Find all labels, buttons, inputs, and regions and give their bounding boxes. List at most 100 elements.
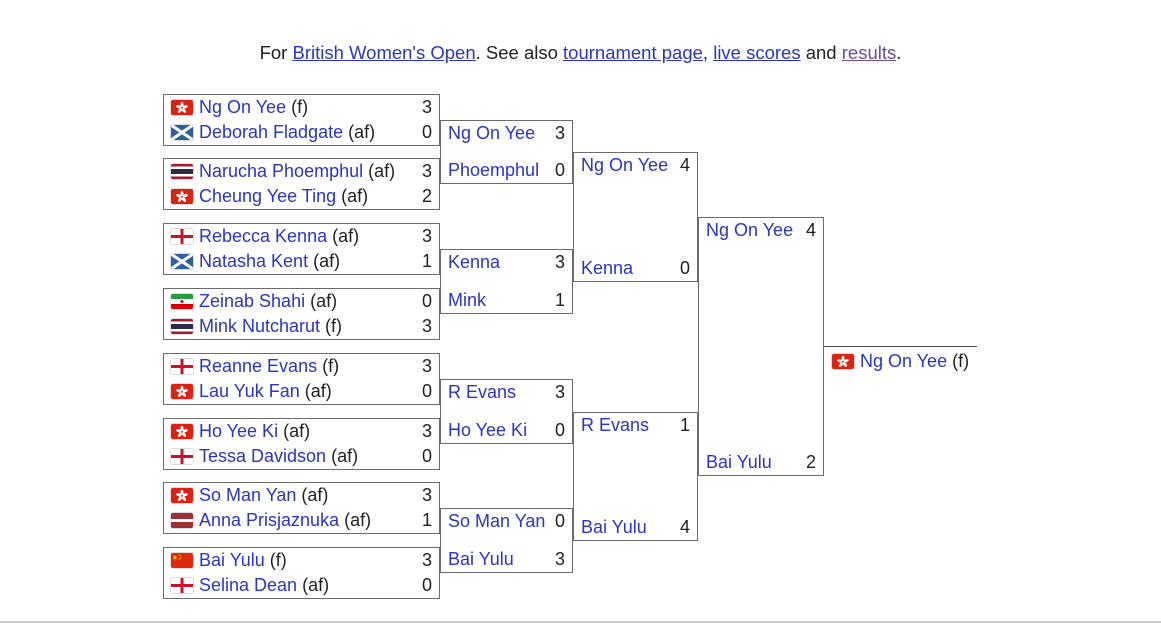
- player-name-link[interactable]: Ng On Yee: [448, 123, 536, 143]
- player-row: Lau Yuk Fan(af)0: [164, 379, 439, 404]
- player-row: Ho Yee Ki(af)3: [164, 419, 439, 444]
- player-name-link[interactable]: Ng On Yee: [581, 155, 669, 175]
- player-name-link[interactable]: Kenna: [581, 257, 634, 278]
- player-name-link[interactable]: Deborah Fladgate: [199, 122, 344, 142]
- header-link[interactable]: live scores: [713, 41, 801, 63]
- flag-england-icon: [171, 359, 193, 374]
- player-name-link[interactable]: Bai Yulu: [448, 549, 514, 569]
- player-row: Reanne Evans(f)3: [164, 354, 439, 379]
- player-status: (af): [341, 186, 369, 206]
- player-name-link[interactable]: Ng On Yee: [706, 219, 794, 240]
- flag-china-icon: [171, 553, 193, 568]
- header-text: ,: [702, 41, 714, 63]
- player-row: Rebecca Kenna(af) 3: [164, 224, 439, 249]
- player-score: 0: [554, 511, 565, 531]
- player-name-link[interactable]: R Evans: [448, 382, 517, 402]
- player-score: 3: [421, 485, 432, 505]
- player-name-link[interactable]: R Evans: [581, 414, 650, 435]
- flag-hong-kong-icon: [171, 189, 193, 204]
- header-text: . See also: [475, 41, 564, 63]
- player-name-link[interactable]: Zeinab Shahi: [199, 291, 306, 311]
- flag-latvia-icon: [171, 513, 193, 528]
- player-name-link[interactable]: Reanne Evans: [199, 356, 318, 376]
- player-name-link[interactable]: Rebecca Kenna: [199, 226, 328, 246]
- player-score: 1: [554, 290, 565, 310]
- player-score: 4: [679, 516, 690, 537]
- champion-entry: Ng On Yee (f): [826, 349, 969, 374]
- player-name-link[interactable]: Lau Yuk Fan: [199, 381, 300, 401]
- player-name-link[interactable]: Natasha Kent: [199, 251, 309, 271]
- player-row: Anna Prisjaznuka(af)1: [164, 508, 439, 533]
- player-score: 0: [554, 420, 565, 440]
- player-row: Narucha Phoemphul(af)3: [164, 159, 439, 184]
- player-score: 1: [421, 510, 432, 530]
- header-link[interactable]: results: [841, 41, 897, 63]
- player-name-link[interactable]: Anna Prisjaznuka: [199, 510, 340, 530]
- player-status: (af): [313, 251, 341, 271]
- player-score: 0: [421, 446, 432, 466]
- player-score: 0: [421, 122, 432, 142]
- player-name-link[interactable]: Ho Yee Ki: [448, 420, 528, 440]
- player-name-link[interactable]: So Man Yan: [448, 511, 546, 531]
- player-row: Selina Dean(af)0: [164, 573, 439, 598]
- player-row: Deborah Fladgate(af)0: [164, 120, 439, 145]
- player-row: Natasha Kent(af)1: [164, 249, 439, 274]
- header-link[interactable]: tournament page: [563, 41, 703, 63]
- player-row: So Man Yan(af)3: [164, 483, 439, 508]
- header-text: .: [896, 41, 902, 63]
- player-status: (f): [325, 316, 343, 336]
- flag-england-icon: [171, 578, 193, 593]
- player-score: 3: [421, 356, 432, 376]
- player-score: 0: [421, 381, 432, 401]
- player-score: 0: [554, 160, 565, 180]
- player-name-link[interactable]: Selina Dean: [199, 575, 298, 595]
- player-row: So Man Yan 0: [441, 509, 572, 534]
- player-score: 3: [421, 550, 432, 570]
- player-status: (af): [310, 291, 338, 311]
- flag-scotland-icon: [171, 125, 193, 140]
- player-status: (f): [269, 550, 287, 570]
- flag-scotland-icon: [171, 254, 193, 269]
- player-name-link[interactable]: Cheung Yee Ting: [199, 186, 337, 206]
- winner-line: [824, 345, 977, 348]
- player-name-link[interactable]: Mink Nutcharut: [199, 316, 321, 336]
- flag-hong-kong-icon: [171, 384, 193, 399]
- player-name-link[interactable]: Ho Yee Ki: [199, 421, 279, 441]
- player-name-link[interactable]: So Man Yan: [199, 485, 297, 505]
- player-name-link[interactable]: Mink: [448, 290, 487, 310]
- player-name-link[interactable]: Narucha Phoemphul: [199, 161, 364, 181]
- champion-name-link[interactable]: Ng On Yee: [860, 351, 948, 372]
- player-name-link[interactable]: Kenna: [448, 252, 501, 272]
- player-score: 0: [421, 575, 432, 595]
- flag-thailand-icon: [171, 164, 193, 179]
- player-name-link[interactable]: Bai Yulu: [199, 550, 265, 570]
- header-link[interactable]: British Women's Open: [292, 41, 476, 63]
- player-name-link[interactable]: Bai Yulu: [706, 452, 772, 472]
- player-status: (af): [368, 161, 396, 181]
- player-score: 4: [679, 155, 690, 175]
- player-name-link[interactable]: Bai Yulu: [581, 516, 647, 537]
- player-score: 3: [421, 316, 432, 336]
- player-status: (af): [332, 226, 360, 246]
- player-status: (af): [331, 446, 359, 466]
- player-name-link[interactable]: Ng On Yee: [199, 97, 287, 117]
- player-score: 3: [421, 226, 432, 246]
- player-status: (f): [291, 97, 309, 117]
- flag-iran-icon: [171, 294, 193, 309]
- player-name-link[interactable]: Tessa Davidson: [199, 446, 327, 466]
- player-name-link[interactable]: Phoemphul: [448, 160, 540, 180]
